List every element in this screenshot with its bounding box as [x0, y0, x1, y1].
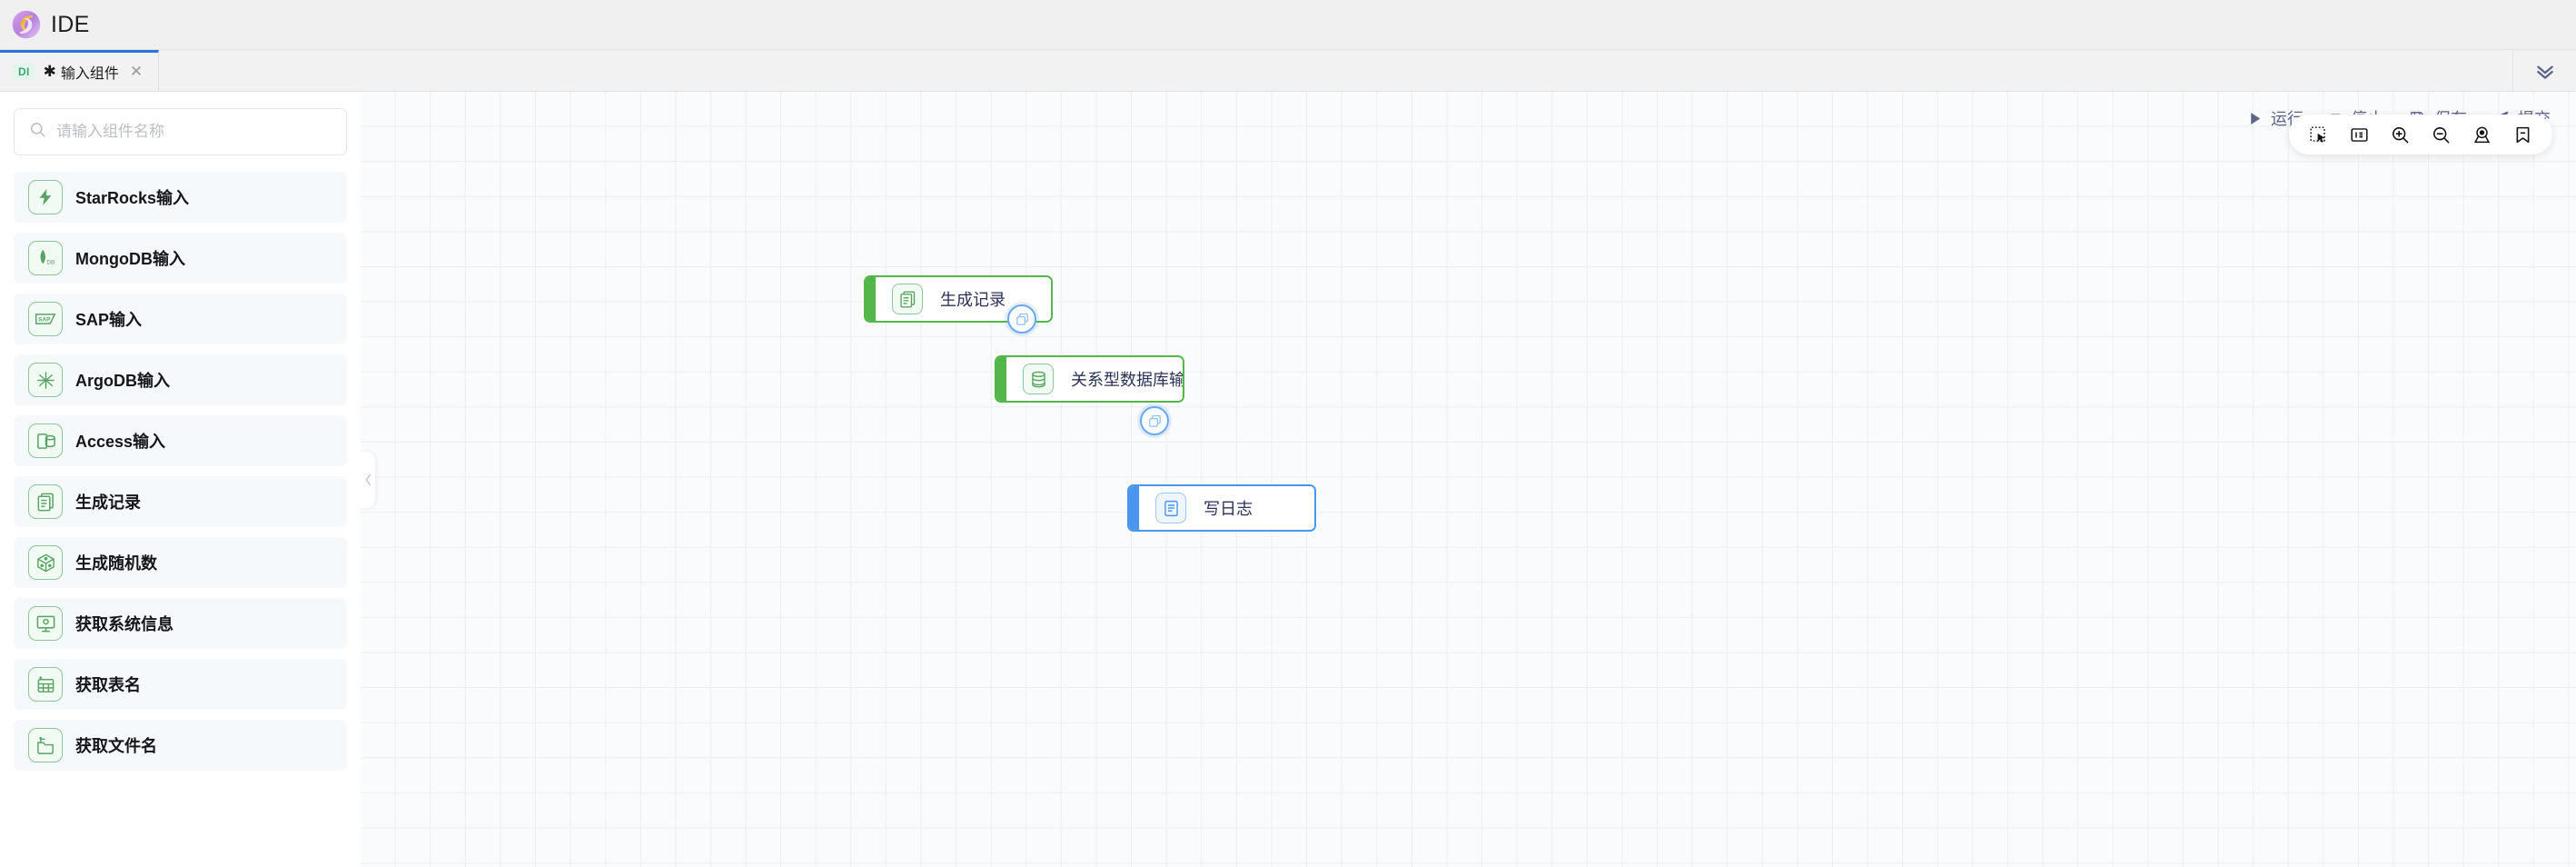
- sidebar-item-label: Access输入: [75, 433, 166, 451]
- edge-copy-badge[interactable]: [1140, 406, 1169, 435]
- argodb-icon: [28, 363, 63, 397]
- svg-text:DB: DB: [46, 259, 54, 265]
- sidebar-item-label: 生成随机数: [75, 554, 157, 573]
- sidebar-item-starrocks[interactable]: StarRocks输入: [14, 172, 347, 223]
- generate-record-icon: [892, 284, 923, 314]
- sidebar-item-sap[interactable]: SAP SAP输入: [14, 294, 347, 344]
- toolbar-host: 运行 停止 保存 提交: [361, 92, 2576, 144]
- table-name-icon: [28, 667, 63, 702]
- fit-view-icon[interactable]: [2350, 125, 2369, 144]
- chevron-left-icon[interactable]: [361, 451, 375, 508]
- zoom-out-icon[interactable]: [2432, 125, 2451, 144]
- flow-node-relational-db-input[interactable]: 关系型数据库输入: [995, 355, 1184, 403]
- tab-input-component[interactable]: DI ✱ 输入组件 ✕: [0, 50, 160, 91]
- close-icon[interactable]: ✕: [129, 63, 144, 80]
- sidebar-item-access[interactable]: Access输入: [14, 415, 347, 466]
- sidebar-item-file-name[interactable]: 获取文件名: [14, 720, 347, 771]
- flow-canvas[interactable]: 生成记录 关系型数据库输入: [361, 92, 2576, 867]
- dice-icon: [28, 545, 63, 580]
- sidebar-item-generate-record[interactable]: 生成记录: [14, 476, 347, 527]
- sidebar-item-label: SAP输入: [75, 311, 143, 329]
- node-label: 生成记录: [940, 291, 1006, 309]
- sidebar-item-table-name[interactable]: 获取表名: [14, 659, 347, 710]
- tab-label: 输入组件: [60, 66, 119, 82]
- search-icon: [29, 121, 46, 143]
- write-log-icon: [1155, 493, 1186, 523]
- main-body: StarRocks输入 DB MongoDB输入 SAP: [0, 92, 2576, 867]
- node-accent-bar: [866, 277, 876, 321]
- node-label: 关系型数据库输入: [1071, 371, 1184, 389]
- sidebar-item-random-number[interactable]: 生成随机数: [14, 537, 347, 588]
- tab-dirty-indicator: ✱: [43, 63, 56, 80]
- component-list: StarRocks输入 DB MongoDB输入 SAP: [14, 172, 347, 771]
- sidebar-item-label: ArgoDB输入: [75, 372, 170, 390]
- double-chevron-down-icon[interactable]: [2512, 50, 2576, 91]
- file-name-icon: [28, 728, 63, 762]
- zoom-in-icon[interactable]: [2391, 125, 2410, 144]
- sidebar-item-system-info[interactable]: 获取系统信息: [14, 598, 347, 649]
- database-icon: [1023, 364, 1054, 394]
- sidebar-item-argodb[interactable]: ArgoDB输入: [14, 354, 347, 405]
- sidebar-item-label: 获取表名: [75, 676, 141, 694]
- node-label: 写日志: [1204, 500, 1253, 518]
- marquee-select-icon[interactable]: [2309, 125, 2328, 144]
- component-sidebar: StarRocks输入 DB MongoDB输入 SAP: [0, 92, 361, 867]
- node-accent-bar: [1129, 486, 1139, 530]
- sidebar-item-label: StarRocks输入: [75, 189, 190, 207]
- search-input[interactable]: [56, 123, 332, 141]
- app-title: IDE: [51, 11, 90, 37]
- starrocks-icon: [28, 180, 63, 214]
- canvas-zoom-toolbar: [2289, 115, 2552, 154]
- sap-icon: SAP: [28, 302, 63, 336]
- locate-icon[interactable]: [2472, 125, 2492, 144]
- tab-bar: DI ✱ 输入组件 ✕: [0, 50, 2576, 92]
- mongodb-icon: DB: [28, 241, 63, 275]
- flow-node-write-log[interactable]: 写日志: [1127, 484, 1316, 532]
- flow-node-generate-record[interactable]: 生成记录: [864, 275, 1053, 323]
- sidebar-item-label: 获取文件名: [75, 737, 157, 755]
- system-info-icon: [28, 606, 63, 641]
- node-accent-bar: [996, 357, 1006, 401]
- svg-text:SAP: SAP: [38, 317, 51, 324]
- sidebar-item-label: MongoDB输入: [75, 250, 185, 268]
- search-box[interactable]: [14, 108, 347, 155]
- sidebar-item-label: 获取系统信息: [75, 615, 173, 633]
- access-icon: [28, 424, 63, 458]
- app-header: IDE: [0, 0, 2576, 50]
- bookmark-icon[interactable]: [2513, 125, 2532, 144]
- sidebar-item-label: 生成记录: [75, 493, 141, 512]
- generate-record-icon: [28, 484, 63, 519]
- swirl-logo-icon: [11, 9, 42, 40]
- tab-type-badge: DI: [13, 64, 35, 80]
- sidebar-item-mongodb[interactable]: DB MongoDB输入: [14, 233, 347, 284]
- play-icon: [2251, 112, 2261, 125]
- edge-copy-badge[interactable]: [1007, 304, 1036, 334]
